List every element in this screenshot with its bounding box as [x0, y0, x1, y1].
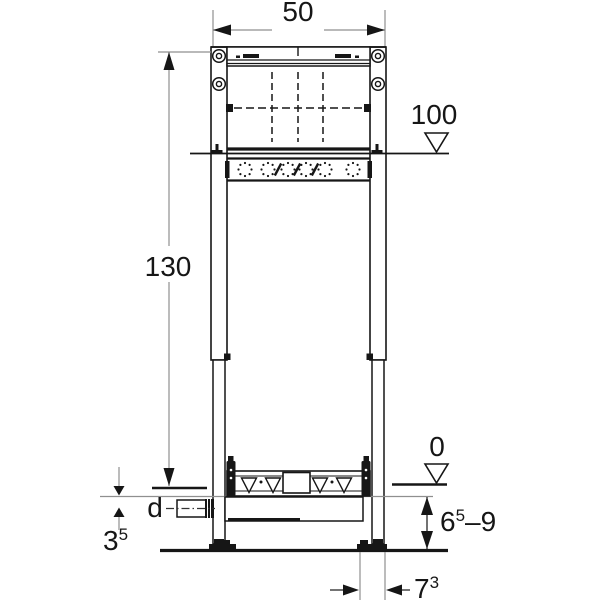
mounting-plate-dashed: [226, 72, 371, 151]
dim-floor-range-6-5-9: 65–9: [421, 497, 496, 549]
dim-label-height: 130: [145, 251, 192, 282]
leg-lock-left: [224, 353, 231, 360]
screw-icon: [370, 76, 386, 92]
triangle-mark: [240, 477, 258, 495]
dim-label-width: 50: [282, 0, 313, 27]
pipe-diameter-label: d: [147, 492, 163, 523]
arrow-left-icon: [386, 584, 402, 596]
feet: [209, 539, 387, 550]
dim-tail: –9: [465, 506, 496, 537]
dim-base: 7: [414, 573, 430, 600]
triangle-mark: [264, 477, 282, 495]
arrow-up-icon: [421, 497, 433, 515]
arrow-down-icon: [163, 468, 175, 486]
triangle-mark: [335, 477, 353, 495]
arrow-up-icon: [163, 52, 175, 70]
drain-box: [224, 496, 364, 522]
clamp-right: [361, 456, 371, 496]
dim-height-130: 130: [145, 51, 211, 490]
dim-label-floor-range: 65–9: [440, 506, 496, 537]
arrow-right-icon: [367, 24, 385, 36]
dim-sup: 5: [119, 525, 128, 544]
perforated-channel: [225, 157, 372, 182]
bottom-crossbar: [226, 456, 371, 497]
arrow-down-icon: [113, 486, 125, 496]
dim-width-50: 50: [212, 0, 386, 46]
screw-icon: [370, 48, 386, 64]
level-marker-100: 100: [411, 99, 458, 154]
label-plate: [282, 471, 311, 494]
level-label-0: 0: [429, 431, 445, 462]
label-pipe-diameter: d: [147, 492, 163, 523]
dim-foot-depth-7-3: 73: [330, 552, 439, 600]
dim-base: 6: [440, 506, 456, 537]
level-triangle-icon: [423, 463, 450, 485]
top-crossbar: [226, 46, 371, 67]
arrow-down-icon: [421, 531, 433, 549]
rail-screws: [211, 48, 386, 92]
dim-base: 3: [103, 525, 119, 556]
dim-label-foot-depth: 73: [414, 573, 439, 600]
dim-pipe-offset-3-5: 35: [103, 467, 128, 556]
dim-sup: 3: [430, 573, 439, 592]
screw-icon: [211, 76, 227, 92]
clamp-left: [226, 456, 236, 496]
screw-icon: [211, 48, 227, 64]
dim-sup: 5: [456, 506, 465, 525]
triangle-mark: [311, 477, 329, 495]
drain-pipe: [166, 499, 215, 518]
arrow-left-icon: [213, 24, 231, 36]
arrow-right-icon: [343, 584, 359, 596]
arrow-up-icon: [113, 507, 125, 517]
level-label-100: 100: [411, 99, 458, 130]
level-marker-0: 0: [392, 431, 450, 486]
wall-bracket-marks: [211, 144, 383, 154]
leg-lock-right: [366, 353, 373, 360]
dim-label-pipe-offset: 35: [103, 525, 128, 556]
frame-side-rails: [210, 46, 387, 361]
level-triangle-icon: [423, 132, 450, 154]
